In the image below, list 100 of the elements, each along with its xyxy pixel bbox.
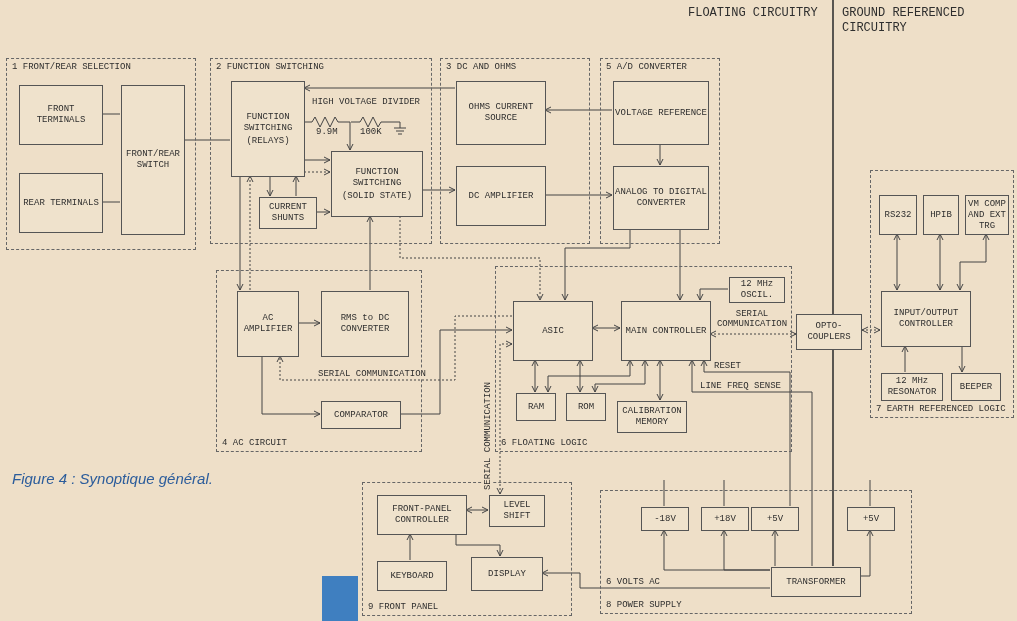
- block-label: ANALOG TO DIGITAL CONVERTER: [615, 187, 707, 209]
- block-box: [566, 393, 606, 421]
- connector-line: [869, 479, 871, 507]
- block-label: RAM: [527, 401, 545, 413]
- arrow: [261, 355, 321, 418]
- block-box: [377, 561, 447, 591]
- double-arrow: [465, 506, 489, 514]
- block-label: HPIB: [930, 209, 952, 221]
- arrow: [700, 359, 791, 507]
- arrow: [421, 186, 456, 194]
- block-label: OHMS CURRENT SOURCE: [467, 102, 535, 124]
- block-label: FRONT TERMINALS: [35, 104, 87, 126]
- dotted-double-arrow: [861, 326, 881, 334]
- block-box: [881, 291, 971, 347]
- block-box: [19, 173, 103, 233]
- dashed-group-frame: [495, 266, 792, 452]
- block-box: [751, 507, 799, 531]
- block-box: [951, 373, 1001, 401]
- dashed-group-frame: [600, 490, 912, 614]
- block-box: [121, 85, 185, 235]
- block-label: (RELAYS): [246, 135, 290, 147]
- arrow: [859, 529, 874, 577]
- block-box: [923, 195, 959, 235]
- double-arrow: [936, 233, 944, 291]
- connector-line: [101, 113, 121, 115]
- label-text: FLOATING CIRCUITRY: [688, 6, 818, 21]
- dashed-group-frame: [870, 170, 1014, 418]
- edge-label: SERIAL COMMUNICATION: [716, 309, 788, 329]
- block-label: RS232: [884, 209, 912, 221]
- arrow: [236, 175, 244, 291]
- block-label: -18V: [654, 513, 676, 525]
- block-label: (SOLID STATE): [341, 190, 413, 202]
- dashed-group-frame: [600, 58, 720, 244]
- group-title: 4 AC CIRCUIT: [222, 438, 287, 449]
- block-box: [456, 166, 546, 226]
- arrow: [688, 359, 813, 567]
- double-arrow: [656, 359, 664, 401]
- label-text: 9.9M: [316, 127, 338, 138]
- block-box: [613, 81, 709, 145]
- arrow: [561, 228, 631, 301]
- block-label: BEEPER: [959, 381, 993, 393]
- arrow: [676, 228, 684, 301]
- arrow: [656, 143, 664, 166]
- connector-line: [663, 479, 665, 507]
- double-arrow: [893, 233, 901, 291]
- block-label: KEYBOARD: [390, 570, 434, 582]
- block-label: VOLTAGE REFERENCE: [615, 107, 707, 119]
- block-label: DISPLAY: [488, 568, 526, 580]
- arrow: [544, 106, 613, 114]
- arrow: [315, 208, 331, 216]
- edge-label: HIGH VOLTAGE DIVIDER: [312, 97, 421, 107]
- edge-label: SERIAL COMMUNICATION: [318, 369, 427, 379]
- double-arrow: [576, 359, 584, 393]
- dashed-group-frame: [6, 58, 196, 250]
- block-label: REAR TERMINALS: [23, 197, 99, 209]
- block-box: [796, 314, 862, 350]
- block-label: OPTO- COUPLERS: [806, 321, 852, 343]
- block-box: [489, 495, 545, 527]
- arrow: [292, 175, 300, 197]
- arrow: [771, 529, 779, 567]
- arrow: [303, 156, 331, 164]
- block-label: +5V: [766, 513, 784, 525]
- edge-label: LINE FREQ SENSE: [700, 381, 781, 391]
- double-arrow: [956, 233, 990, 291]
- block-box: [516, 393, 556, 421]
- block-label: FRONT-PANEL CONTROLLER: [391, 504, 453, 526]
- arrow: [399, 326, 513, 415]
- block-box: [879, 195, 917, 235]
- arrow: [901, 345, 909, 373]
- block-box: [471, 557, 543, 591]
- block-box: [701, 507, 749, 531]
- figure-caption: Figure 4 : Synoptique général.: [12, 470, 213, 487]
- block-label: LEVEL SHIFT: [502, 500, 532, 522]
- group-title: 2 FUNCTION SWITCHING: [216, 62, 325, 73]
- block-box: [19, 85, 103, 145]
- dashed-group-frame: [210, 58, 432, 244]
- arrow: [406, 533, 414, 561]
- group-title: 8 POWER SUPPLY: [606, 600, 682, 611]
- label-text: 100K: [360, 127, 382, 138]
- double-arrow: [591, 324, 621, 332]
- group-title: 3 DC AND OHMS: [446, 62, 517, 73]
- dotted-double-arrow: [496, 340, 513, 495]
- label-text: GROUND REFERENCED CIRCUITRY: [842, 6, 966, 36]
- block-label: FUNCTION SWITCHING: [242, 111, 294, 134]
- block-box: [513, 301, 593, 361]
- group-title: 9 FRONT PANEL: [368, 602, 439, 613]
- group-title: 1 FRONT/REAR SELECTION: [12, 62, 131, 73]
- connector-line: [723, 479, 725, 507]
- block-label: FRONT/REAR SWITCH: [125, 149, 181, 171]
- arrow: [544, 191, 613, 199]
- block-box: [456, 81, 546, 145]
- dotted-double-arrow: [709, 330, 797, 338]
- block-box: [321, 401, 401, 429]
- block-box: [881, 373, 943, 401]
- arrow: [297, 319, 321, 327]
- block-box: [771, 567, 861, 597]
- edge-label: 6 VOLTS AC: [606, 577, 660, 587]
- block-label: 12 MHz RESONATOR: [886, 376, 938, 398]
- block-box: [377, 495, 467, 535]
- block-box: [231, 81, 305, 177]
